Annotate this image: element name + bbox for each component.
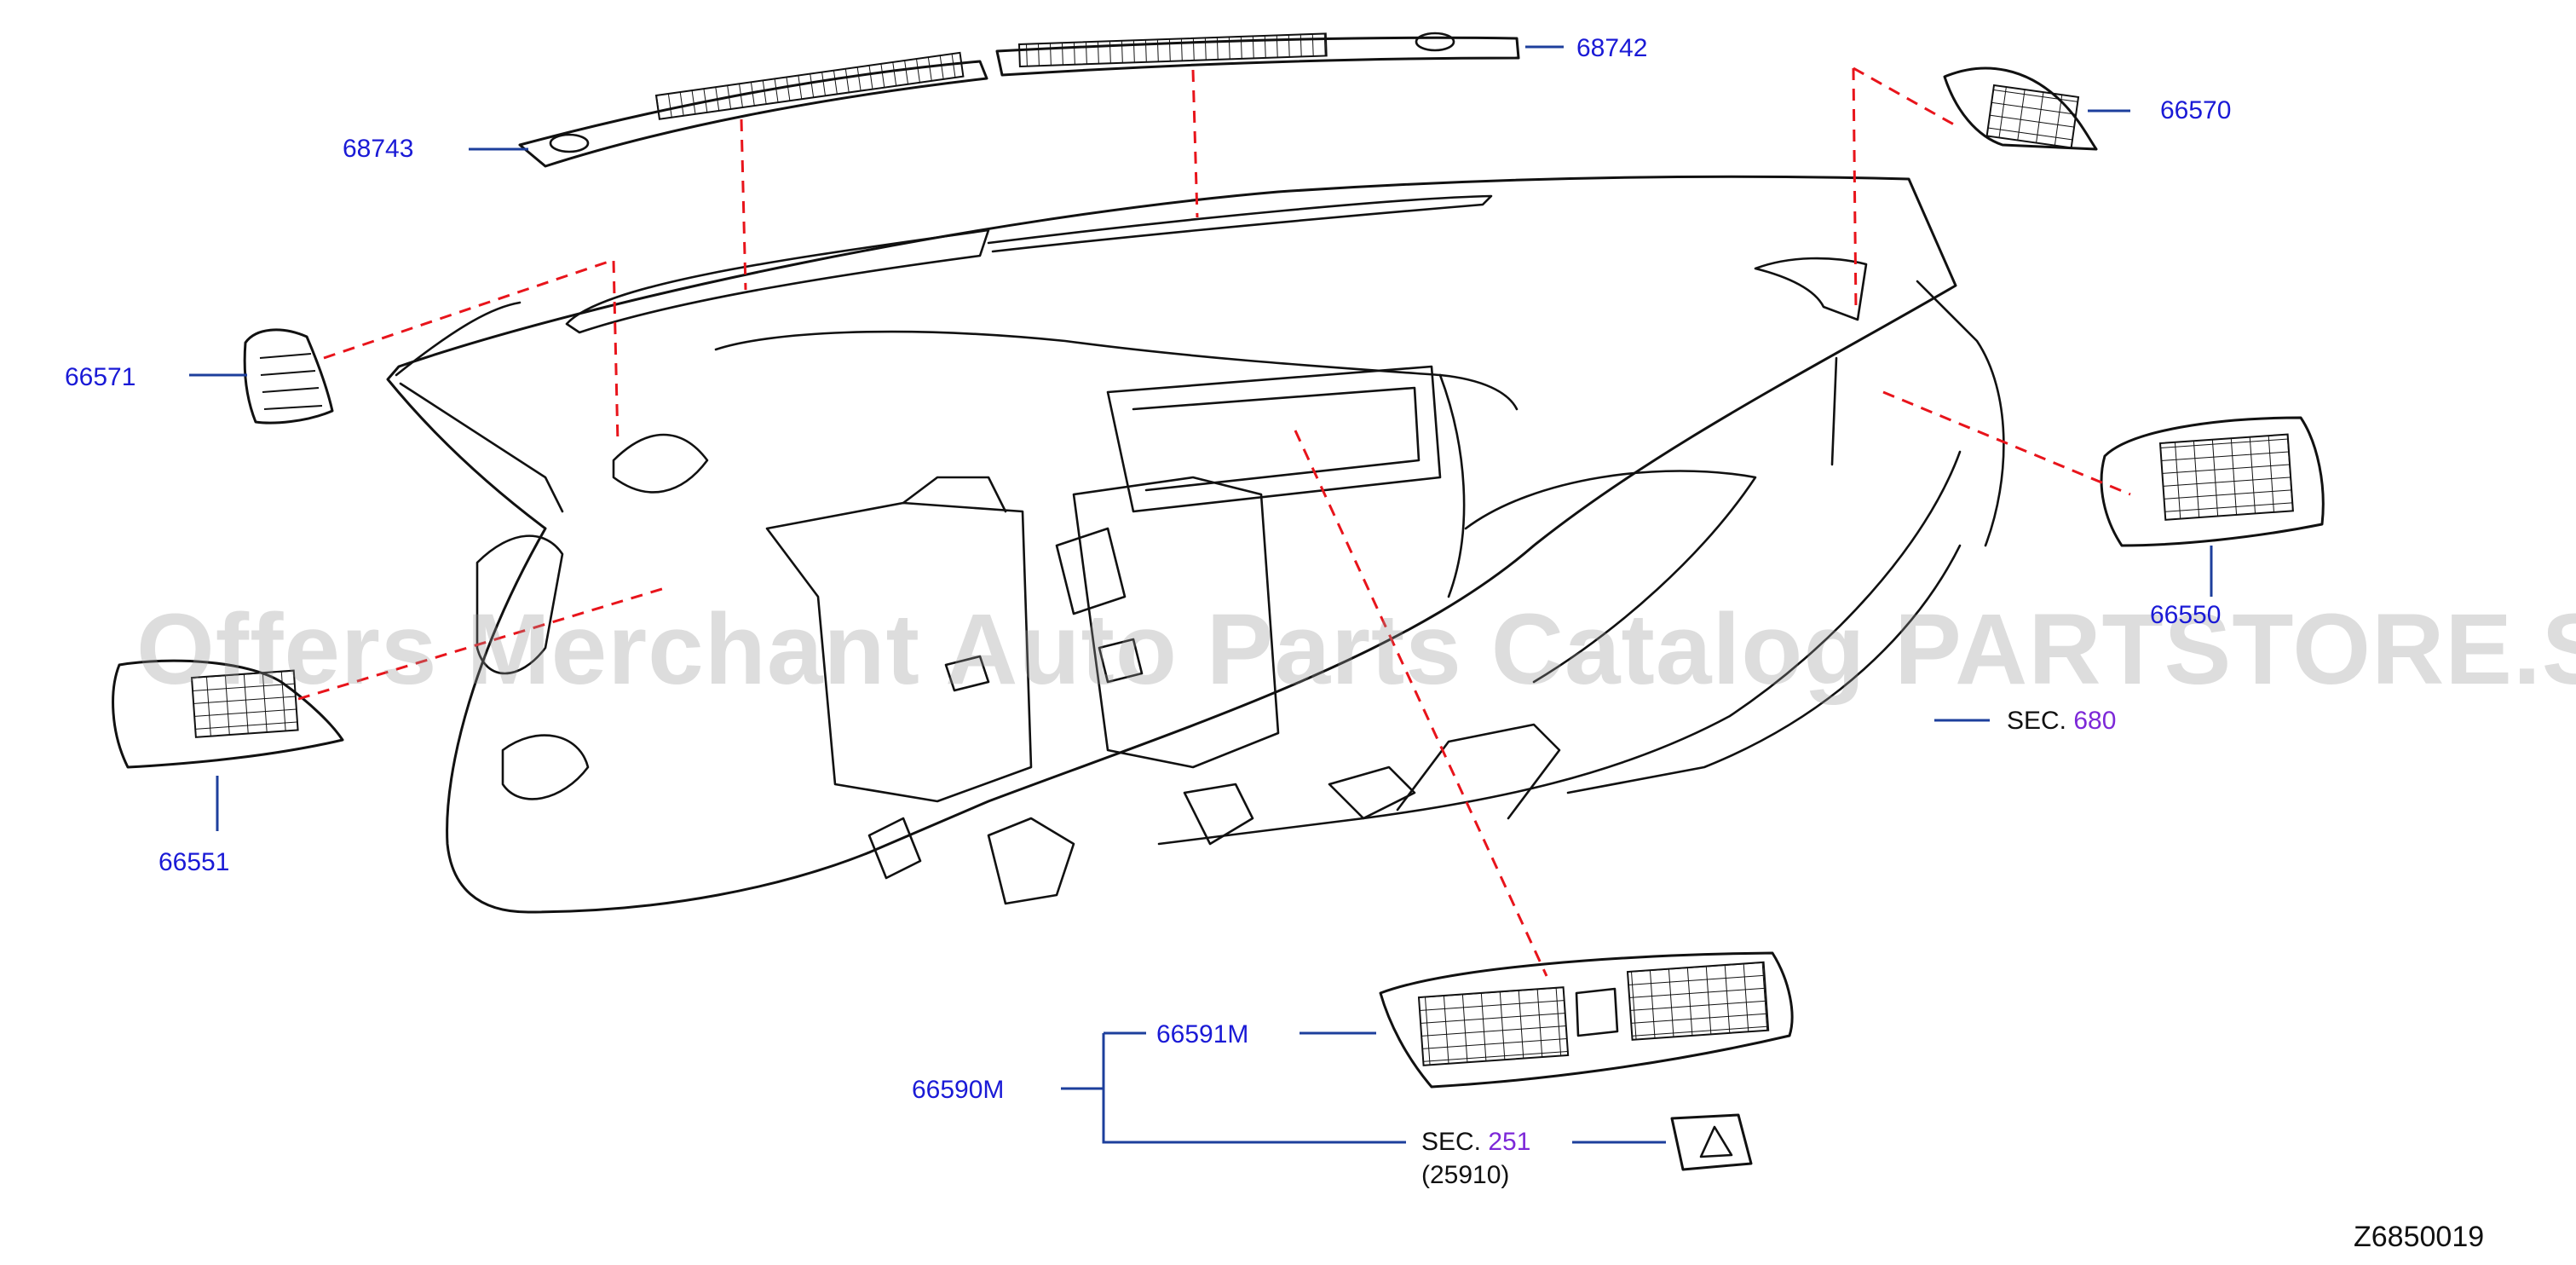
section-ref-251-number[interactable]: 251 <box>1488 1128 1531 1156</box>
section-ref-680[interactable]: SEC. 680 <box>2007 707 2116 736</box>
section-ref-680-prefix: SEC. <box>2007 707 2067 735</box>
defroster-grille-left <box>518 51 988 168</box>
section-ref-680-number[interactable]: 680 <box>2073 707 2117 735</box>
reference-dashed-lines <box>297 66 2131 977</box>
section-ref-251-subcode: (25910) <box>1421 1161 1510 1189</box>
side-vent-right-lower <box>2100 416 2325 547</box>
part-number-66591m[interactable]: 66591M <box>1156 1020 1249 1048</box>
part-number-66571[interactable]: 66571 <box>65 363 136 391</box>
section-ref-251-prefix: SEC. <box>1421 1128 1482 1156</box>
part-number-66570[interactable]: 66570 <box>2160 96 2232 124</box>
diagram-code: Z6850019 <box>2354 1221 2485 1253</box>
part-number-66551[interactable]: 66551 <box>158 848 230 876</box>
section-ref-251[interactable]: SEC. 251 <box>1421 1128 1530 1157</box>
side-vent-left-upper <box>243 328 334 425</box>
instrument-panel <box>386 175 2005 914</box>
center-ventilator-assembly <box>1379 951 1794 1089</box>
part-number-66550[interactable]: 66550 <box>2150 601 2222 629</box>
hazard-switch <box>1670 1113 1753 1171</box>
part-number-68742[interactable]: 68742 <box>1576 34 1648 62</box>
part-number-68743[interactable]: 68743 <box>343 135 414 163</box>
part-number-66590m[interactable]: 66590M <box>912 1076 1005 1104</box>
defroster-grille-right <box>995 32 1520 77</box>
side-vent-right-upper <box>1943 66 2098 151</box>
leader-lines <box>189 45 2213 1144</box>
side-vent-left-lower <box>112 659 344 769</box>
